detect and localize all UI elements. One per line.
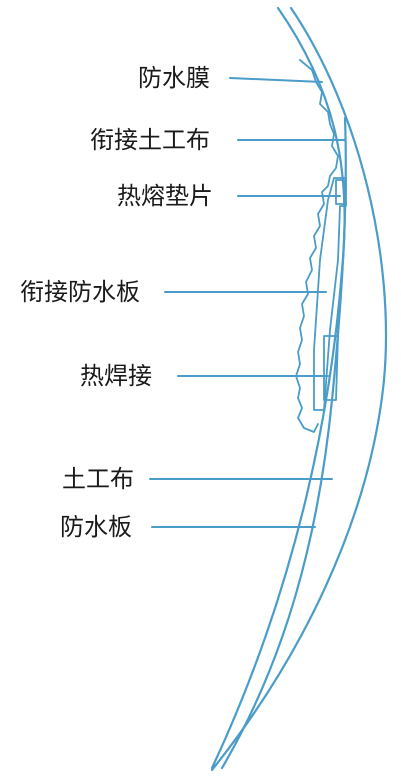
label-waterproof-membrane: 防水膜 [138,64,210,92]
hot-melt-pad-shape [335,179,345,205]
label-geotextile: 土工布 [62,465,134,493]
label-hot-weld-joint: 热焊接 [80,362,152,390]
label-waterproof-board: 防水板 [60,513,132,541]
leader-waterproof-membrane [229,77,323,83]
waterproof-membrane-rough [295,59,339,433]
outer-lining-arc [210,6,388,772]
label-joint-waterproof-board: 衔接防水板 [20,278,140,306]
label-joint-geotextile: 衔接土工布 [90,126,210,154]
joint-waterproof-board-strip [313,177,347,411]
geotextile-arc [210,6,346,770]
label-hot-melt-pad: 热熔垫片 [117,182,213,210]
hot-weld-bar [323,335,339,401]
waterproof-board-arc [220,116,347,770]
